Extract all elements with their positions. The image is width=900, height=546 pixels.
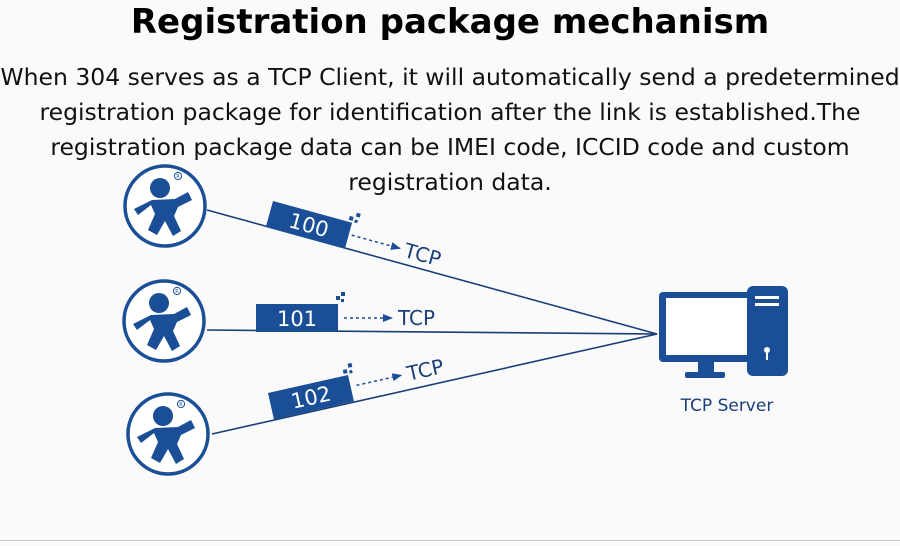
user-icon bbox=[123, 164, 207, 248]
server-label: TCP Server bbox=[680, 396, 774, 416]
description-line: registration data. bbox=[348, 168, 552, 196]
registration-packet: 100 TCP bbox=[265, 201, 444, 271]
computer-icon bbox=[659, 286, 788, 378]
protocol-label: TCP bbox=[397, 306, 435, 330]
registration-packet: 101 TCP bbox=[256, 292, 435, 332]
user-icon bbox=[122, 279, 206, 363]
description-line: When 304 serves as a TCP Client, it will… bbox=[0, 63, 900, 91]
user-icon bbox=[126, 392, 210, 476]
packet-id: 101 bbox=[277, 307, 317, 331]
description-line: registration package data can be IMEI co… bbox=[50, 133, 850, 161]
registration-packet: 102 TCP bbox=[268, 354, 446, 420]
connection-line bbox=[211, 333, 658, 435]
page-title: Registration package mechanism bbox=[130, 2, 770, 42]
protocol-label: TCP bbox=[401, 238, 444, 271]
packet-id: 100 bbox=[286, 208, 331, 242]
protocol-label: TCP bbox=[404, 354, 446, 386]
description-line: registration package for identification … bbox=[39, 98, 861, 126]
description: When 304 serves as a TCP Client, it will… bbox=[0, 60, 900, 200]
bottom-divider bbox=[0, 540, 900, 541]
